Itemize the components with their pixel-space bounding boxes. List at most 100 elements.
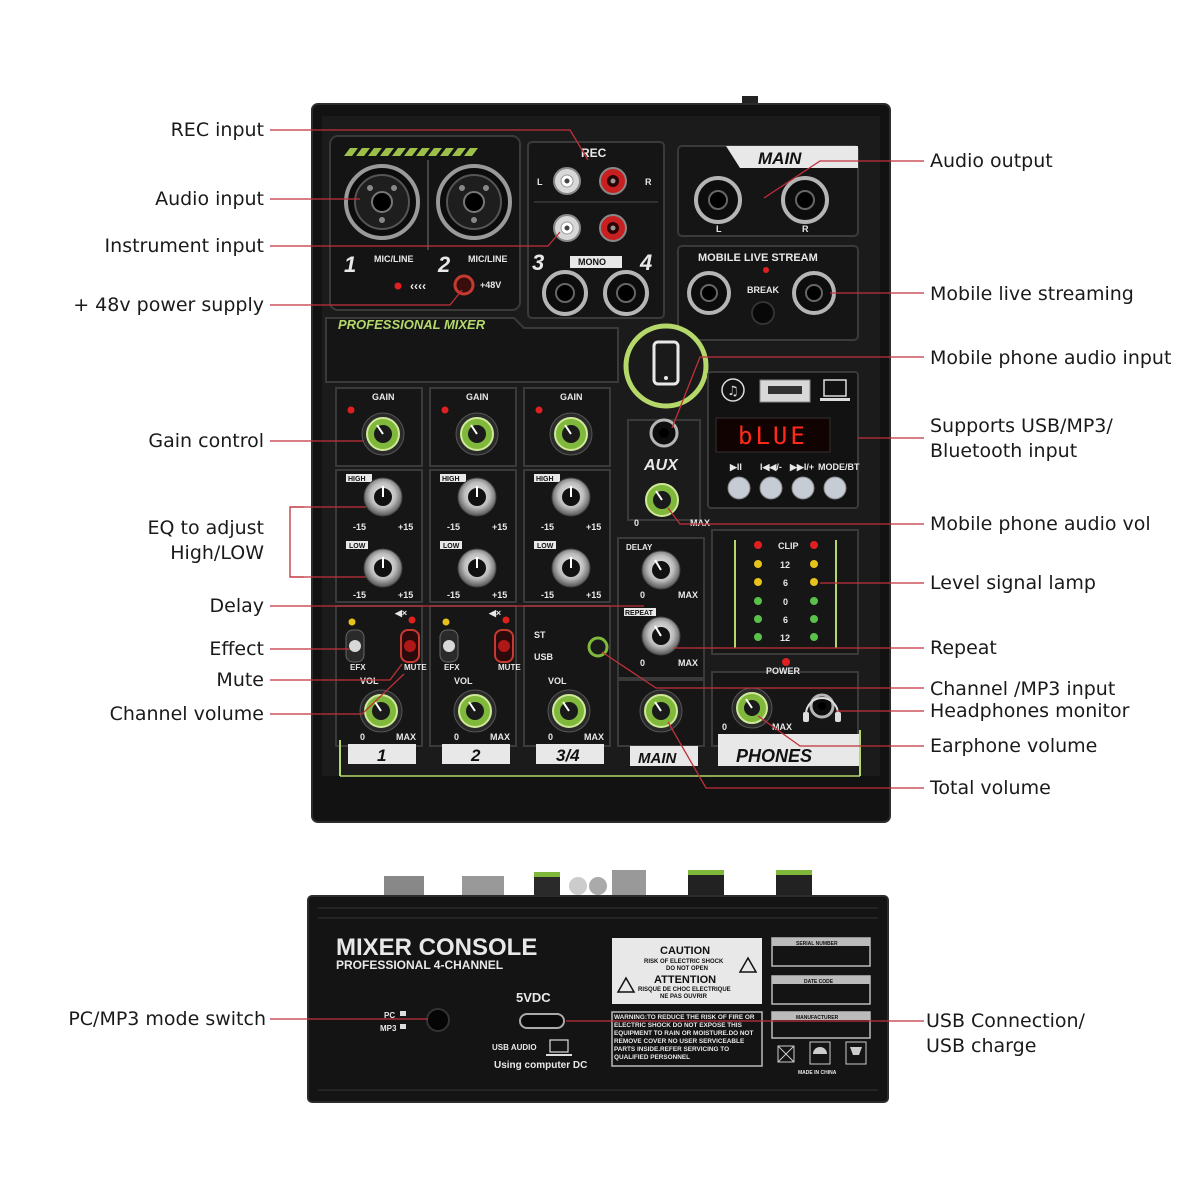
phantom-power-button[interactable] — [453, 274, 475, 296]
leader-instrument-input — [270, 231, 561, 247]
high-knob-1[interactable] — [363, 477, 403, 517]
eq-section: HIGH HIGH HIGH -15+15 -15+15 -15+15 LOW … — [335, 469, 611, 603]
low-knob-3[interactable] — [551, 548, 591, 588]
attention-title: ATTENTION — [654, 974, 716, 986]
main-jack-left[interactable] — [694, 176, 742, 224]
callout-mobile-phone-audio-input: Mobile phone audio input — [930, 347, 1172, 369]
xlr-jack-2[interactable] — [436, 164, 512, 240]
mode-bt-button[interactable] — [823, 476, 847, 500]
mute-label-1: MUTE — [404, 663, 427, 672]
delay-zero: 0 — [640, 590, 645, 600]
high-max-3: +15 — [586, 522, 601, 532]
mixer-rear-panel: MIXER CONSOLE PROFESSIONAL 4-CHANNEL CAU… — [307, 870, 889, 1103]
repeat-knob[interactable] — [641, 616, 681, 656]
play-pause-button[interactable] — [727, 476, 751, 500]
line-ch3-number: 3 — [532, 250, 544, 275]
high-min-2: -15 — [447, 522, 460, 532]
callout-delay: Delay — [209, 595, 265, 617]
high-max-2: +15 — [492, 522, 507, 532]
break-button[interactable] — [751, 301, 775, 325]
led-display-text: bLUE — [738, 422, 808, 450]
gain-label-3: GAIN — [560, 392, 583, 402]
rca-rec-right[interactable] — [599, 167, 627, 195]
volume-knob-1[interactable] — [359, 689, 403, 733]
gain-led-2 — [441, 406, 449, 414]
meter-clip: CLIP — [778, 541, 799, 551]
phones-volume-knob[interactable] — [731, 687, 773, 729]
mute-icon-2: ◀× — [488, 608, 501, 618]
callout-audio-input: Audio input — [155, 188, 264, 210]
pc-label: PC — [384, 1011, 395, 1020]
rec-r-label: R — [645, 177, 652, 187]
gain-label-2: GAIN — [466, 392, 489, 402]
low-min-1: -15 — [353, 590, 366, 600]
live-stream-jack-left[interactable] — [687, 271, 731, 315]
gain-knob-3[interactable] — [549, 412, 593, 456]
main-l-label: L — [716, 224, 722, 234]
meter-leds-left — [754, 541, 762, 641]
prev-button[interactable] — [759, 476, 783, 500]
efx-button-1[interactable] — [345, 629, 365, 663]
mute-button-2[interactable] — [494, 629, 514, 663]
warning-triangle-icon-left — [616, 976, 636, 993]
low-knob-1[interactable] — [363, 548, 403, 588]
next-button[interactable] — [791, 476, 815, 500]
high-label-3: HIGH — [536, 476, 554, 483]
meter-6-top: 6 — [783, 578, 788, 588]
high-knob-2[interactable] — [457, 477, 497, 517]
caution-text-1: RISK OF ELECTRIC SHOCK — [644, 959, 724, 965]
mode-bt-label: MODE/BT — [818, 462, 860, 472]
aux-input-jack[interactable] — [649, 418, 679, 448]
high-min-3: -15 — [541, 522, 554, 532]
low-knob-2[interactable] — [457, 548, 497, 588]
callout-total-volume: Total volume — [930, 777, 1051, 799]
leader-earphone-volume — [757, 715, 924, 747]
mute-led-1 — [408, 616, 416, 624]
bottom-channels: ◀× EFX MUTE ◀× EFX MUTE ST USB VOL VOL V… — [335, 605, 705, 747]
efx-button-2[interactable] — [439, 629, 459, 663]
leader-total-volume — [667, 721, 924, 789]
low-min-2: -15 — [447, 590, 460, 600]
volume-knob-34[interactable] — [547, 689, 591, 733]
pc-mp3-mode-switch[interactable] — [426, 1008, 450, 1032]
gain-knob-2[interactable] — [455, 412, 499, 456]
low-label-1: LOW — [349, 543, 366, 550]
next-label: ▶▶I/+ — [789, 462, 814, 472]
xlr-section: 1 MIC/LINE 2 MIC/LINE ‹‹‹‹ +48V — [329, 135, 521, 311]
xlr-ch2-mic-line: MIC/LINE — [468, 254, 508, 264]
delay-label: DELAY — [626, 543, 653, 552]
callout-usb-connection-2: USB charge — [926, 1035, 1037, 1057]
usb-port[interactable] — [759, 379, 811, 403]
high-knob-3[interactable] — [551, 477, 591, 517]
svg-text:♫: ♫ — [727, 384, 739, 399]
aux-volume-knob[interactable] — [645, 483, 679, 517]
phantom-arrows: ‹‹‹‹ — [410, 279, 426, 293]
rca-rec-left[interactable] — [553, 167, 581, 195]
callout-eq-adjust-2: High/LOW — [170, 542, 264, 564]
jack-ch4[interactable] — [603, 270, 649, 316]
aux-label: AUX — [643, 457, 679, 474]
mp3-module: ♫ bLUE ▶II I◀◀/- ▶▶I/+ MODE/BT — [707, 371, 860, 509]
st-usb-switch[interactable] — [587, 636, 609, 658]
main-volume-knob[interactable] — [639, 689, 683, 733]
jack-ch3[interactable] — [542, 270, 588, 316]
live-stream-jack-right[interactable] — [792, 271, 836, 315]
leader-phantom-power — [270, 289, 463, 306]
xlr-jack-1[interactable] — [344, 164, 420, 240]
meter-0: 0 — [783, 597, 788, 607]
callout-phantom-power: + 48v power supply — [73, 294, 264, 316]
gain-label-1: GAIN — [372, 392, 395, 402]
volume-knob-2[interactable] — [453, 689, 497, 733]
rca-line-right[interactable] — [599, 214, 627, 242]
gain-row: GAIN GAIN GAIN — [335, 387, 611, 467]
rec-line-section: REC L R 3 4 MONO — [527, 141, 665, 319]
rca-line-left[interactable] — [553, 214, 581, 242]
gain-knob-1[interactable] — [361, 412, 405, 456]
headphones-jack[interactable] — [809, 693, 835, 719]
usb-c-port[interactable] — [519, 1013, 565, 1029]
mute-button-1[interactable] — [400, 629, 420, 663]
main-jack-right[interactable] — [781, 176, 829, 224]
delay-knob[interactable] — [641, 550, 681, 590]
using-computer-label: Using computer DC — [494, 1060, 587, 1071]
efx-led-2 — [442, 618, 450, 626]
